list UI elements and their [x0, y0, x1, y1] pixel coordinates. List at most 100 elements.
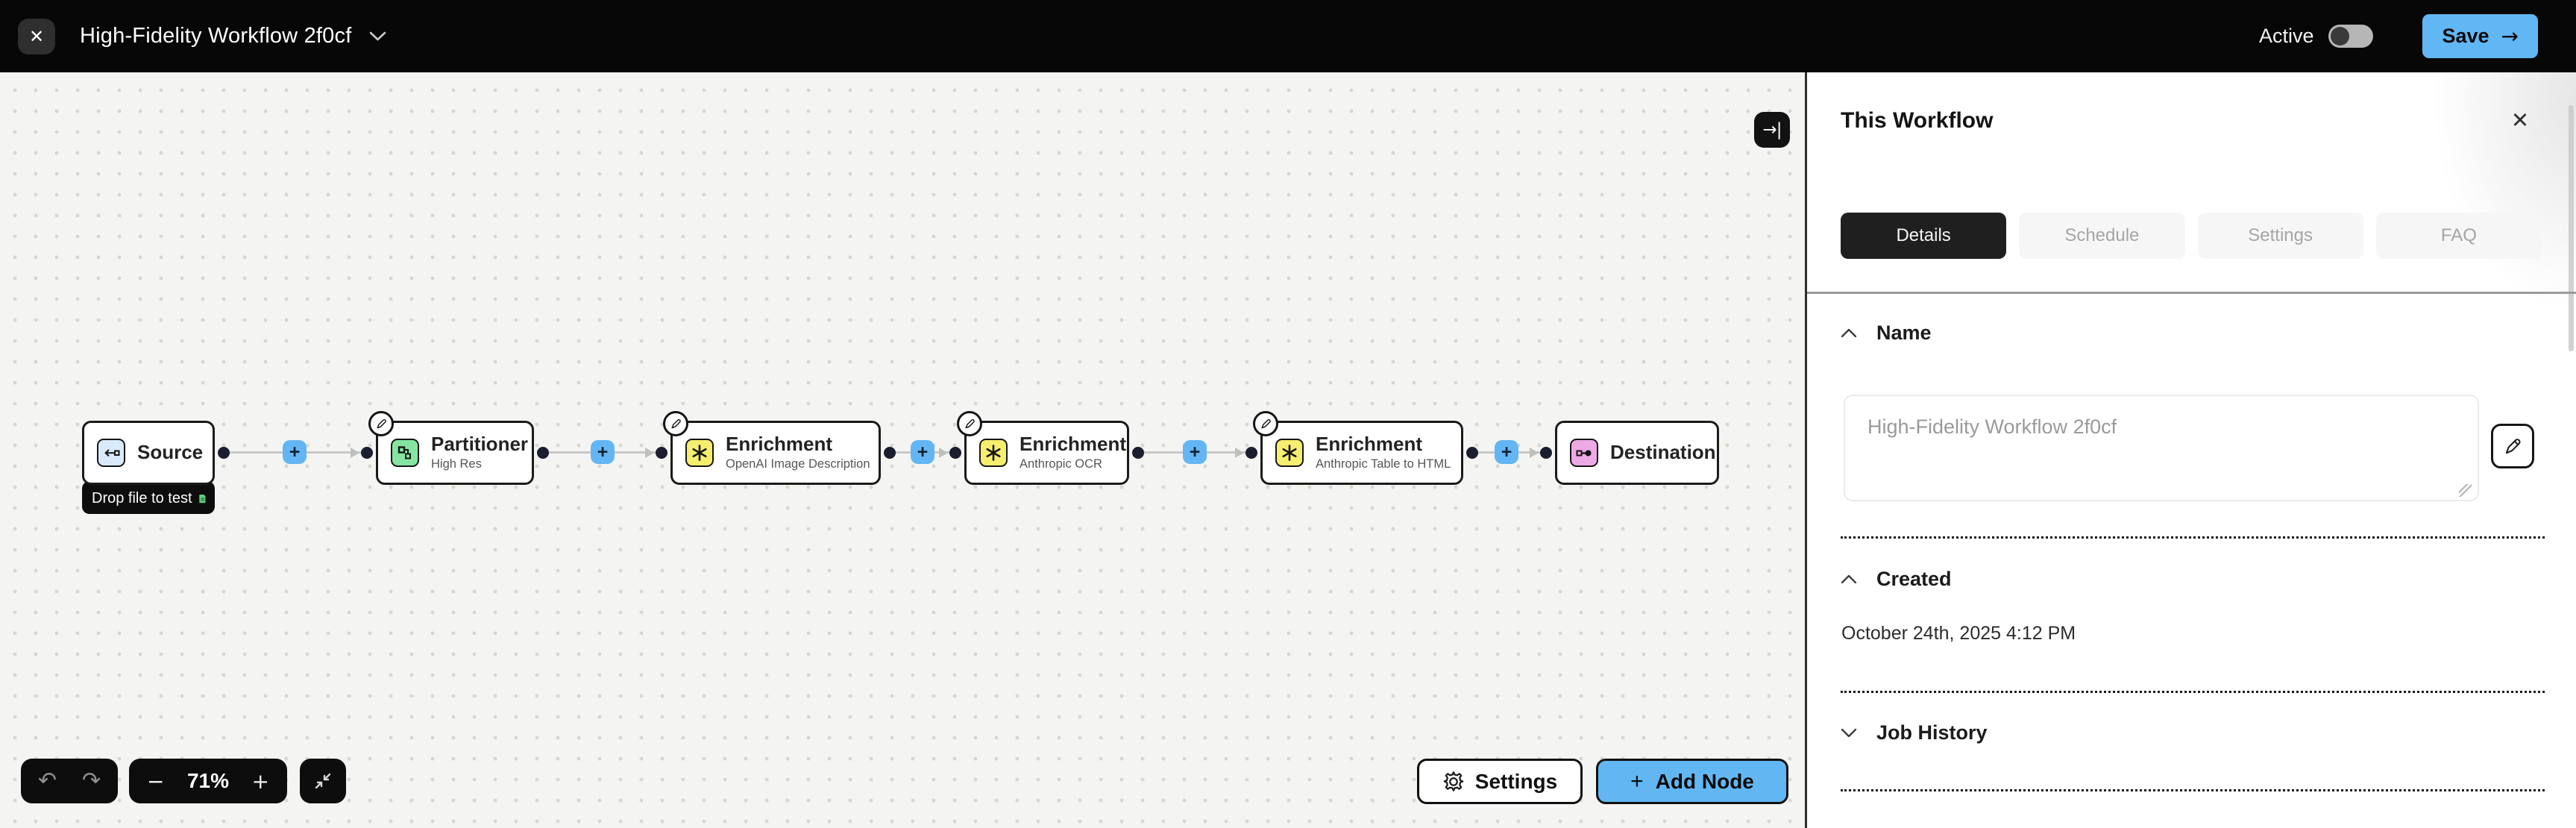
toggle-knob — [2331, 27, 2350, 46]
wire-arrowhead — [939, 448, 948, 458]
undo-icon[interactable]: ↶ — [37, 768, 57, 794]
gear-icon — [1443, 771, 1464, 791]
input-port[interactable] — [361, 447, 373, 459]
tab-faq[interactable]: FAQ — [2375, 213, 2542, 259]
save-button[interactable]: Save → — [2422, 14, 2538, 58]
add-node-between-button[interactable]: + — [911, 440, 934, 464]
partitioner-icon — [391, 439, 419, 467]
chevron-up-icon — [1841, 328, 1857, 338]
zoom-controls: − 71% + — [129, 759, 287, 803]
node-title: Partitioner — [431, 433, 529, 456]
dotted-separator — [1841, 691, 2545, 693]
canvas-settings-button[interactable]: Settings — [1417, 759, 1583, 804]
chevron-down-icon[interactable] — [369, 31, 386, 41]
tab-details[interactable]: Details — [1841, 213, 2007, 259]
tab-settings[interactable]: Settings — [2197, 213, 2363, 259]
created-timestamp: October 24th, 2025 4:12 PM — [1841, 623, 2076, 644]
input-port[interactable] — [656, 447, 667, 459]
workflow-title[interactable]: High-Fidelity Workflow 2f0cf — [80, 24, 352, 48]
pencil-badge-icon[interactable] — [957, 411, 982, 436]
chevron-down-icon — [1841, 728, 1857, 738]
zoom-level: 71% — [186, 769, 230, 792]
scrollbar[interactable] — [2569, 105, 2574, 351]
output-port[interactable] — [537, 447, 549, 459]
node-title: Enrichment — [1316, 433, 1423, 456]
node-subtitle: Anthropic OCR — [1020, 457, 1102, 471]
node-source[interactable]: Source — [82, 421, 215, 485]
name-section-label: Name — [1876, 322, 1932, 344]
add-node-between-button[interactable]: + — [283, 440, 307, 464]
redo-icon[interactable]: ↷ — [82, 768, 101, 794]
job-history-section-label: Job History — [1876, 721, 1988, 744]
fit-view-button[interactable] — [300, 759, 346, 803]
add-node-label: Add Node — [1655, 769, 1754, 793]
plus-icon: + — [1630, 768, 1644, 794]
input-port[interactable] — [949, 447, 961, 459]
asterisk-icon — [685, 439, 714, 467]
add-node-between-button[interactable]: + — [1495, 440, 1518, 464]
close-icon[interactable]: ✕ — [18, 18, 55, 54]
job-history-section-header[interactable]: Job History — [1841, 721, 1988, 744]
active-toggle[interactable] — [2328, 25, 2374, 48]
arrow-right-icon: → — [2501, 24, 2519, 48]
wire-arrowhead — [645, 448, 654, 458]
settings-label: Settings — [1474, 769, 1558, 793]
node-enrichment-3[interactable]: Enrichment Anthropic Table to HTML — [1253, 411, 1463, 485]
close-icon[interactable]: ✕ — [2510, 107, 2530, 133]
name-section-header[interactable]: Name — [1841, 322, 1932, 345]
top-bar: ✕ High-Fidelity Workflow 2f0cf Active Sa… — [0, 0, 2576, 72]
asterisk-icon — [979, 439, 1008, 467]
wire-arrowhead — [1530, 448, 1539, 458]
drop-file-label[interactable]: Drop file to test — [82, 481, 215, 514]
add-node-between-button[interactable]: + — [1183, 440, 1207, 464]
fit-view-icon — [315, 773, 331, 789]
input-port[interactable] — [1245, 447, 1257, 459]
edit-name-button[interactable] — [2491, 424, 2534, 468]
tab-schedule[interactable]: Schedule — [2019, 213, 2185, 259]
source-icon — [97, 439, 125, 467]
pencil-badge-icon[interactable] — [1253, 411, 1278, 436]
node-enrichment-1[interactable]: Enrichment OpenAI Image Description — [663, 411, 881, 485]
wire-arrowhead — [1235, 448, 1244, 458]
pencil-icon — [2505, 439, 2521, 454]
pencil-badge-icon[interactable] — [368, 411, 394, 436]
node-subtitle: Anthropic Table to HTML — [1316, 457, 1451, 471]
panel-tabs: Details Schedule Settings FAQ — [1841, 213, 2542, 259]
node-partitioner[interactable]: Partitioner High Res — [368, 411, 534, 485]
node-destination[interactable]: Destination — [1555, 421, 1719, 485]
zoom-in-icon[interactable]: + — [251, 768, 269, 794]
history-controls: ↶ ↷ — [21, 759, 118, 803]
output-port[interactable] — [884, 447, 896, 459]
drop-file-text: Drop file to test — [92, 490, 192, 506]
add-node-button[interactable]: + Add Node — [1596, 759, 1788, 804]
separator — [1807, 292, 2576, 294]
panel-title: This Workflow — [1841, 108, 1994, 133]
node-subtitle: OpenAI Image Description — [726, 457, 870, 471]
node-subtitle: High Res — [431, 457, 482, 471]
add-node-between-button[interactable]: + — [591, 440, 615, 464]
zoom-out-icon[interactable]: − — [147, 768, 165, 794]
dotted-separator — [1841, 789, 2545, 791]
node-title: Enrichment — [1020, 433, 1127, 456]
asterisk-icon — [1275, 439, 1304, 467]
dotted-separator — [1841, 536, 2545, 539]
input-port[interactable] — [1540, 447, 1552, 459]
created-section-label: Created — [1876, 568, 1952, 590]
pencil-badge-icon[interactable] — [663, 411, 688, 436]
wire-arrowhead — [351, 448, 359, 458]
chevron-up-icon — [1841, 574, 1857, 584]
node-enrichment-2[interactable]: Enrichment Anthropic OCR — [957, 411, 1129, 485]
collapse-panel-icon[interactable]: →| — [1754, 112, 1790, 148]
output-port[interactable] — [1466, 447, 1478, 459]
destination-icon — [1570, 439, 1598, 467]
workflow-name-input[interactable]: High-Fidelity Workflow 2f0cf — [1844, 395, 2479, 501]
output-port[interactable] — [218, 447, 230, 459]
created-section-header[interactable]: Created — [1841, 568, 1952, 591]
save-label: Save — [2442, 25, 2489, 47]
node-title: Source — [137, 441, 204, 464]
output-port[interactable] — [1132, 447, 1144, 459]
active-label: Active — [2258, 25, 2314, 47]
node-title: Destination — [1610, 441, 1716, 464]
workflow-details-panel: This Workflow ✕ Details Schedule Setting… — [1805, 72, 2576, 828]
workflow-canvas[interactable]: →| + + + + + Drop file to test — [0, 72, 1805, 828]
